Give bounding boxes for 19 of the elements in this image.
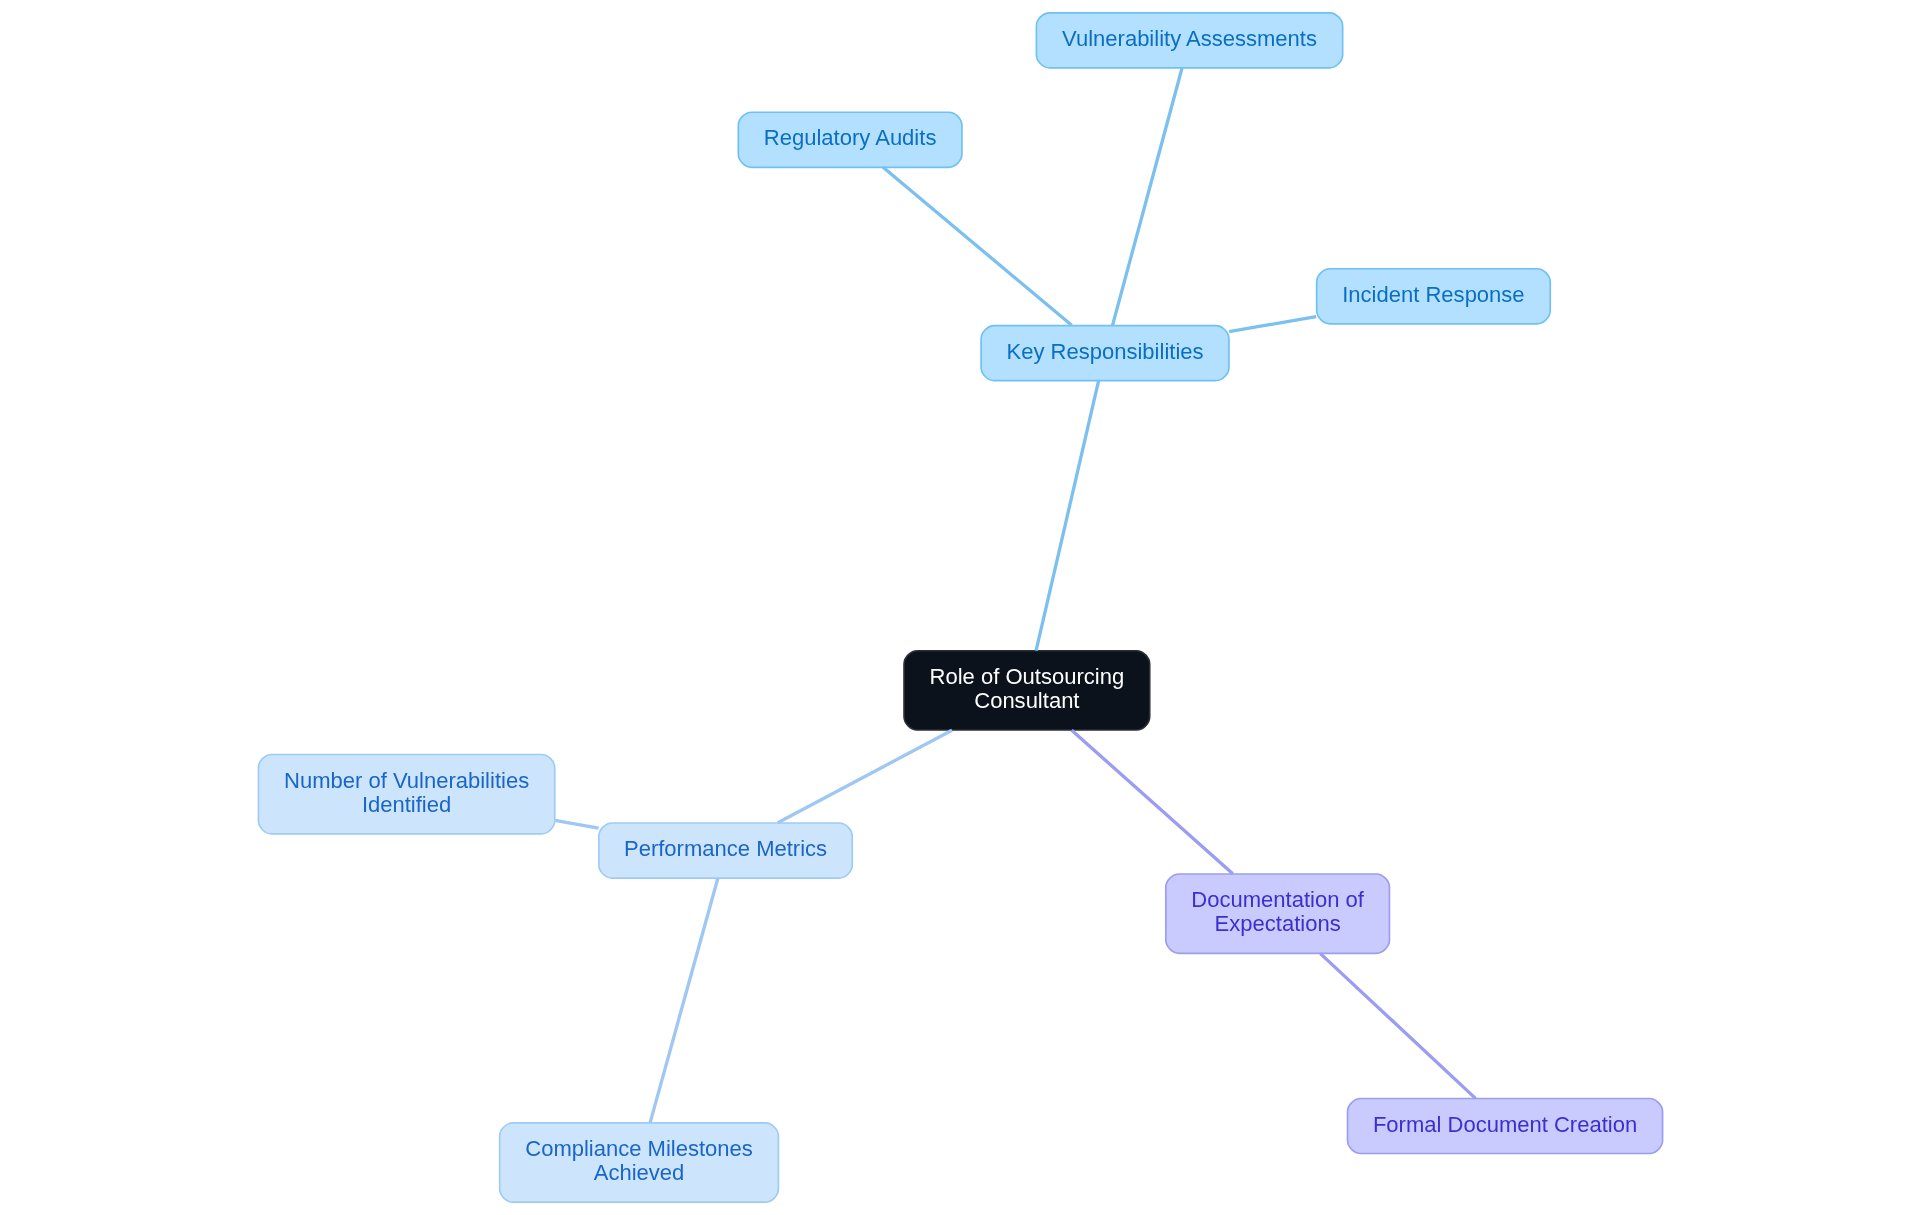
node-box: Number of Vulnerabilities Identified: [257, 753, 556, 835]
connector: [1033, 380, 1100, 652]
node-box: Regulatory Audits: [736, 111, 963, 169]
node-box: Formal Document Creation: [1346, 1097, 1663, 1155]
node-box: Role of Outsourcing Consultant: [902, 649, 1151, 731]
connector: [1318, 952, 1477, 1100]
connector: [776, 728, 953, 825]
node-box: Vulnerability Assessments: [1035, 11, 1343, 69]
connector: [554, 818, 599, 830]
node-box: Performance Metrics: [597, 822, 853, 879]
connector: [1110, 67, 1184, 326]
connector: [1228, 314, 1316, 334]
connector: [881, 166, 1073, 327]
node-box: Key Responsibilities: [979, 324, 1230, 382]
node-box: Compliance Milestones Achieved: [498, 1122, 779, 1204]
node-box: Incident Response: [1315, 267, 1551, 325]
connector: [1070, 729, 1234, 875]
node-box: Documentation of Expectations: [1164, 873, 1390, 955]
connector: [647, 877, 719, 1124]
